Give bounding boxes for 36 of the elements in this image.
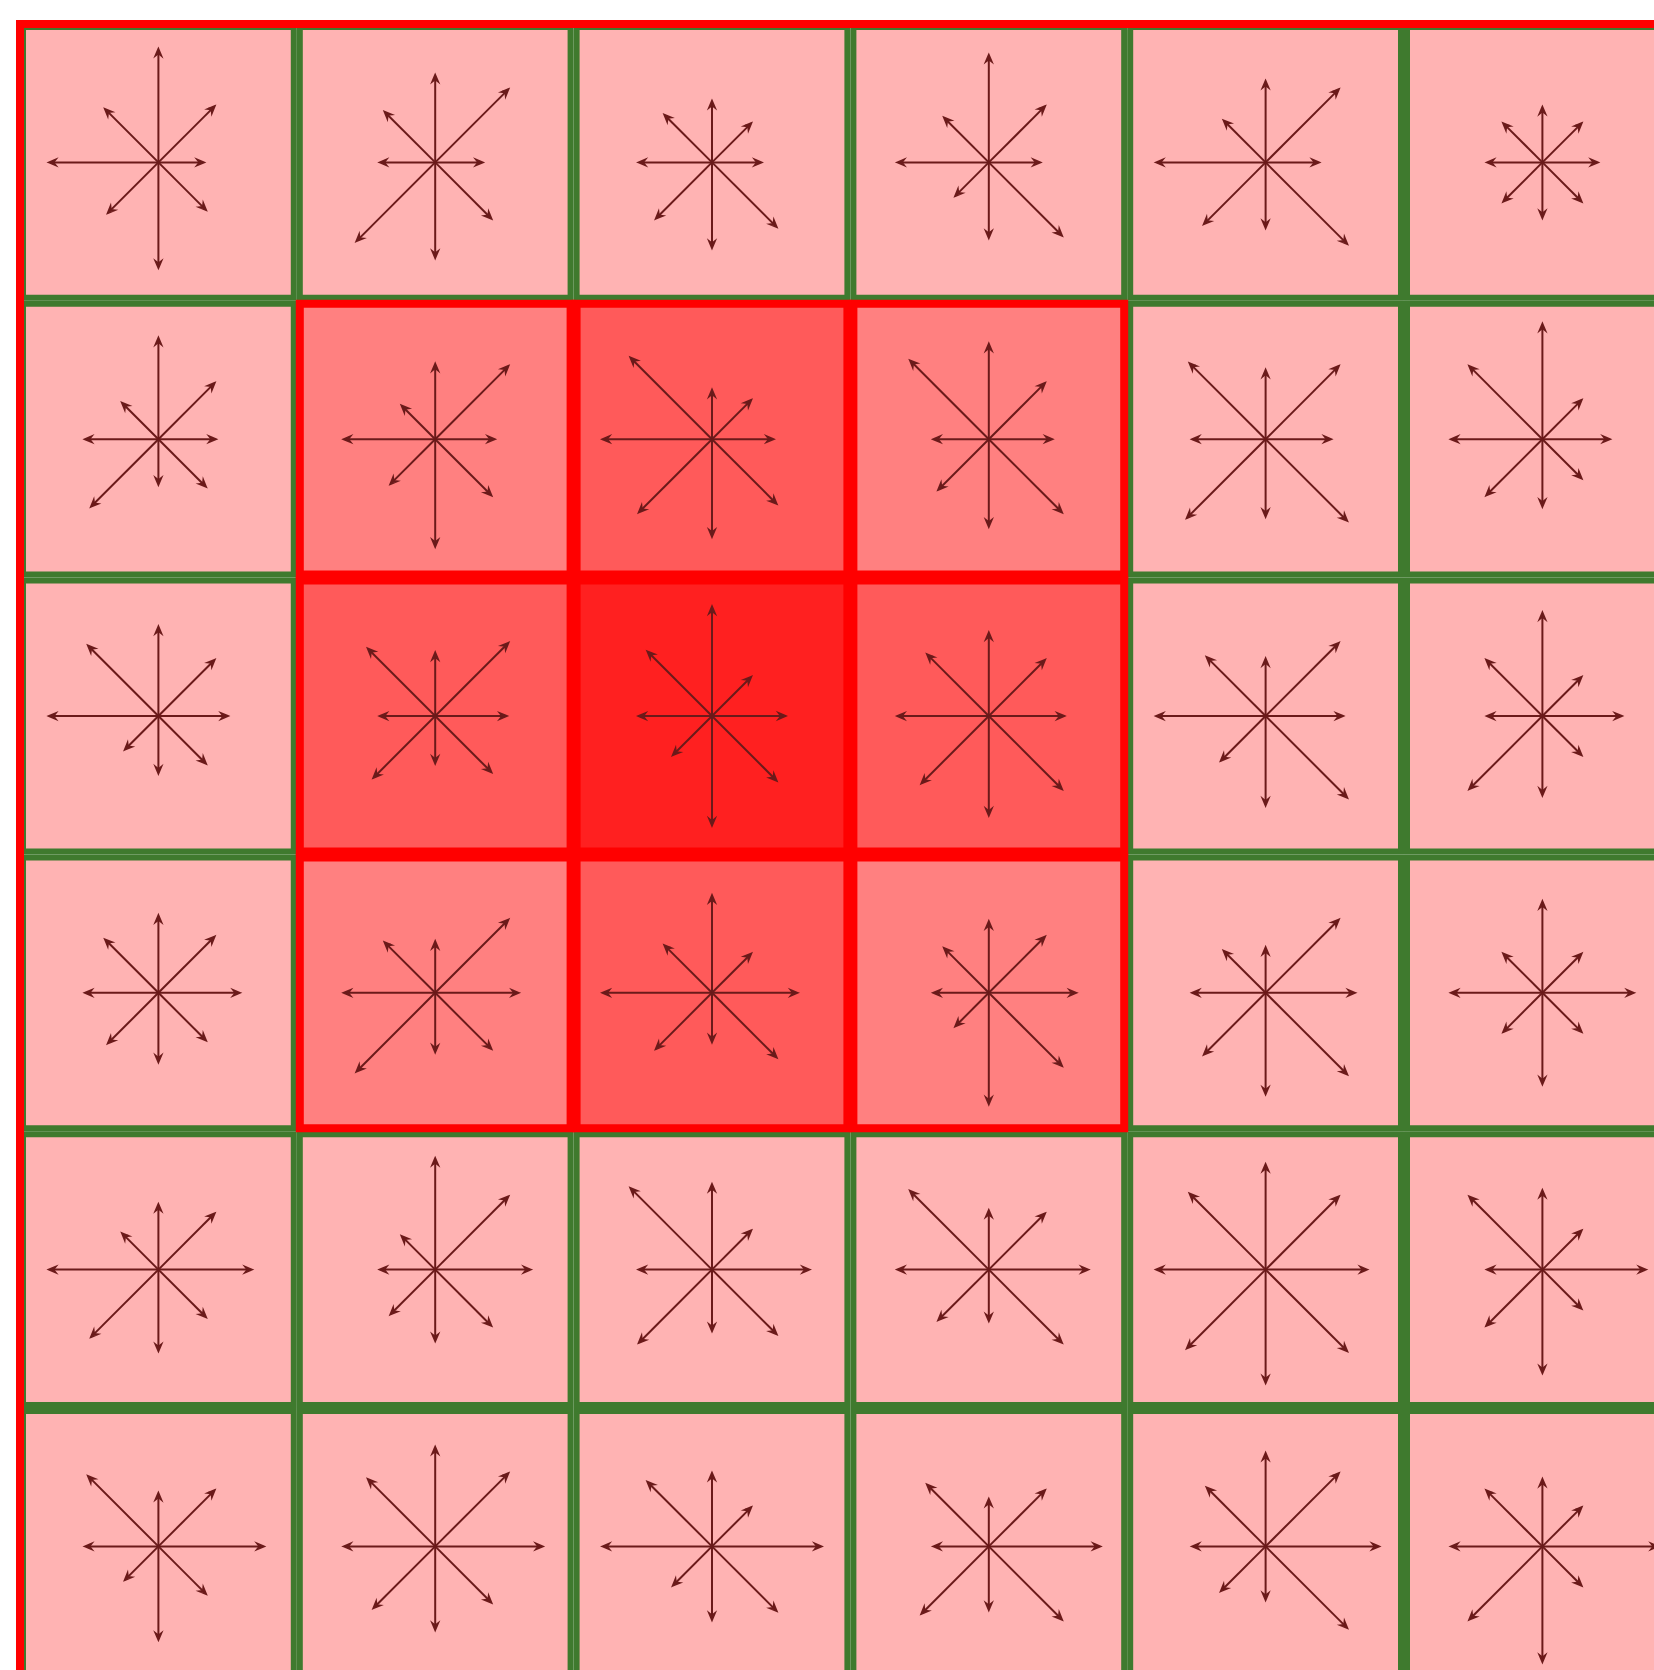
grid-cell	[295, 576, 575, 856]
grid-cell	[295, 853, 575, 1133]
grid-cell	[572, 576, 852, 856]
grid-cell	[572, 853, 852, 1133]
grid-cell	[573, 1408, 851, 1670]
grid-cell	[1404, 1131, 1654, 1408]
grid-cell	[1127, 24, 1404, 301]
grid-cell	[1127, 854, 1404, 1132]
grid-cell	[20, 577, 297, 855]
grid-cell	[573, 24, 851, 301]
grid-cell	[20, 1408, 297, 1670]
grid-cell	[296, 24, 574, 301]
grid-cell	[1404, 1408, 1654, 1670]
grid-cell	[1404, 300, 1654, 578]
grid-cell	[20, 24, 297, 301]
grid-cell	[850, 24, 1128, 301]
grid-cell	[849, 576, 1129, 856]
grid-cell	[849, 299, 1129, 579]
grid-cell	[20, 300, 297, 578]
grid-cell	[1127, 577, 1404, 855]
grid-cell	[296, 1408, 574, 1670]
grid-cell	[850, 1131, 1128, 1408]
grid-cell	[849, 853, 1129, 1133]
grid-cell	[1127, 300, 1404, 578]
grid-cell	[1127, 1408, 1404, 1670]
grid-cell	[1404, 24, 1654, 301]
grid-cell	[1404, 577, 1654, 855]
grid-cell	[1404, 854, 1654, 1132]
grid-cell	[20, 1131, 297, 1408]
grid-cell	[1127, 1131, 1404, 1408]
grid-cell	[850, 1408, 1128, 1670]
grid-cell	[572, 299, 852, 579]
grid-cell	[20, 854, 297, 1132]
grid-cell	[573, 1131, 851, 1408]
grid-cell	[296, 1131, 574, 1408]
grid-cell	[295, 299, 575, 579]
